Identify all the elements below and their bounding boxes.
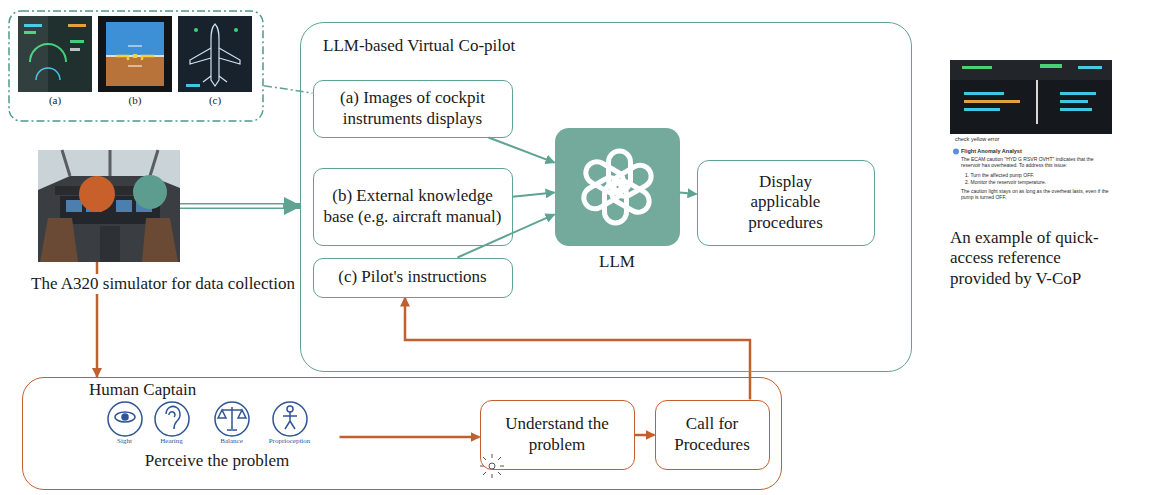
box-label: Call for Procedures: [662, 414, 763, 455]
arrow-connector: [340, 437, 480, 438]
photo-caption: The A320 simulator for data collection: [28, 274, 298, 294]
captain-panel: SightHearing Balance ProprioceptionPerceiv…: [22, 377, 782, 490]
icon-label: Proprioception: [265, 437, 315, 445]
connector-line: [405, 298, 750, 400]
image-label: (b): [98, 94, 172, 107]
box-label: (b) External knowledge base (e.g. aircra…: [320, 186, 506, 227]
box-label: (a) Images of cockpit instruments displa…: [320, 88, 506, 129]
image-label: (c): [178, 94, 252, 107]
icon-label: Balance: [207, 437, 257, 445]
input-box: (a) Images of cockpit instruments displa…: [313, 80, 513, 138]
pfd-display-image: [98, 16, 172, 92]
arrow-connector: [405, 298, 750, 400]
panel-heading: LLM-based Virtual Co-pilot: [323, 36, 515, 56]
llm-label: LLM: [555, 252, 680, 272]
connector-line: [635, 434, 655, 437]
idea-starburst: [480, 454, 504, 478]
chat-text: The ECAM caution "HYD G RSVR OVHT" indic…: [961, 156, 1111, 169]
group-label: Perceive the problem: [95, 451, 340, 471]
perception-group: SightHearing Balance ProprioceptionPerceiv…: [95, 400, 340, 474]
icon-label: Sight: [100, 437, 150, 445]
system-panel: (a) Images of cockpit instruments displa…: [300, 22, 912, 372]
llm-logo: [555, 128, 680, 246]
input-box: (b) External knowledge base (e.g. aircra…: [313, 168, 513, 246]
chat-text: The caution light stays on as long as th…: [961, 188, 1111, 201]
box-label: (c) Pilot's instructions: [338, 267, 487, 287]
connector-line: [513, 193, 555, 197]
connector-line: [264, 86, 313, 93]
chat-text: 2. Monitor the reservoir temperature.: [965, 179, 1111, 185]
arrow-connector: [513, 193, 555, 197]
aircraft-display-image: [178, 16, 252, 92]
cockpit-display-image: [18, 16, 92, 92]
connector-line: [340, 436, 480, 439]
connector-line: [489, 138, 555, 163]
simulator-photo: [38, 150, 180, 262]
figure-caption: An example of quick-access reference pro…: [950, 228, 1118, 289]
llm-node: LLM: [555, 128, 680, 246]
sense-icons: [108, 402, 307, 436]
double-arrow: [180, 206, 300, 207]
image-label: (a): [18, 94, 92, 107]
box-label: Understand the problem: [489, 414, 626, 455]
chat-author: Flight Anomaly Analyst: [961, 148, 1111, 155]
output-box: Display applicable procedures: [697, 160, 875, 246]
arrow-connector: [680, 192, 697, 194]
connector-line: [680, 192, 697, 194]
process-box: Call for Procedures: [655, 400, 770, 470]
icon-label: Hearing: [147, 437, 197, 445]
screenshot-image: [950, 60, 1112, 155]
connector-line: [180, 203, 300, 209]
arrow-connector: [489, 138, 555, 163]
panel-heading: Human Captain: [89, 380, 196, 400]
process-box: Understand the problem: [480, 400, 635, 470]
input-box: (c) Pilot's instructions: [313, 258, 513, 298]
chat-text: check yellow error: [955, 136, 1105, 143]
simulator-node: The A320 simulator for data collection: [38, 150, 180, 262]
image-group: (a) (b) (c): [8, 10, 264, 122]
arrow-connector: [635, 435, 655, 436]
dash-dot-link: [264, 86, 313, 93]
box-label: Display applicable procedures: [734, 172, 838, 233]
double-line-gap: [180, 205, 283, 208]
chat-text: 1. Turn the affected pump OFF.: [965, 172, 1111, 178]
